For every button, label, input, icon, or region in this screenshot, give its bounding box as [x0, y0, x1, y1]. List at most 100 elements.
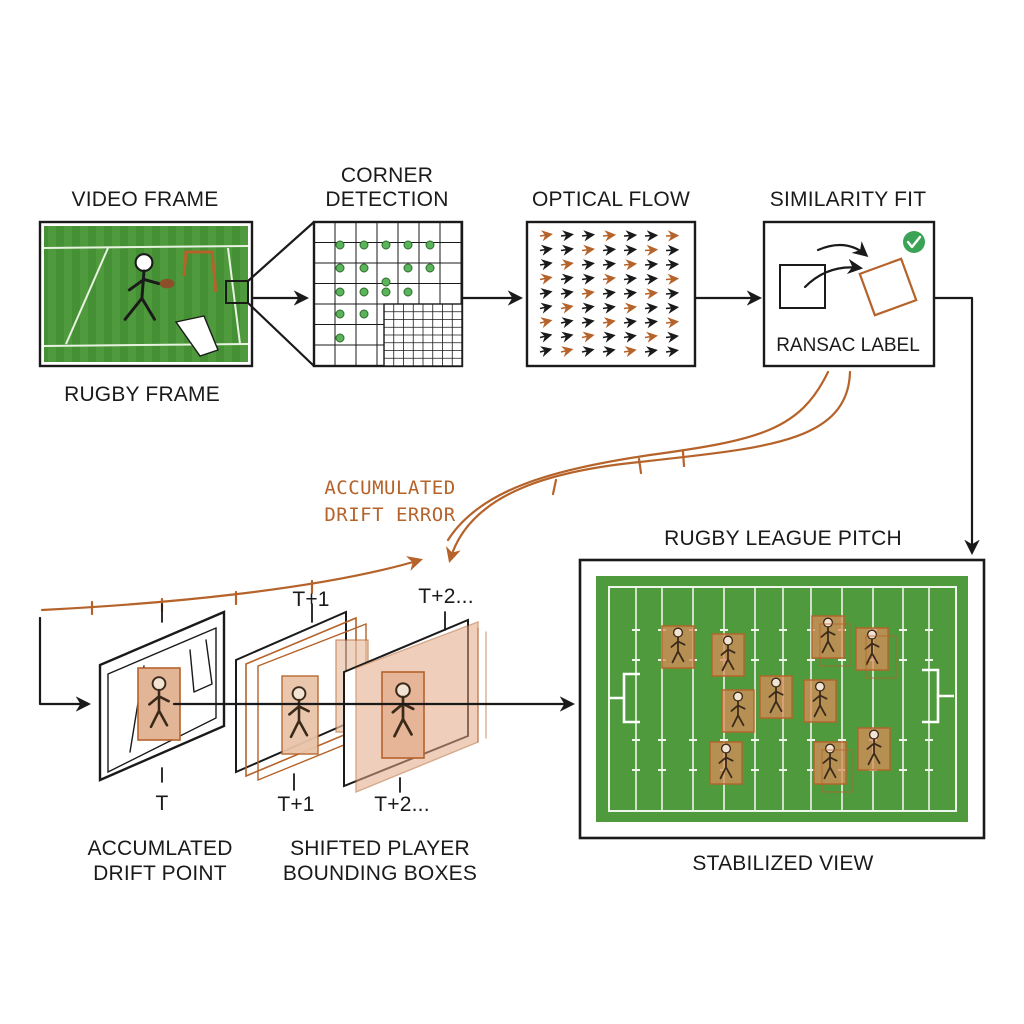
corner-detection-title-2: DETECTION: [325, 188, 448, 211]
flow-arrow-icon: [623, 288, 637, 300]
arrow-to-pitch: [932, 296, 980, 556]
corner-detection-panel: [312, 220, 464, 368]
ransac-label: RANSAC LABEL: [776, 335, 920, 356]
flow-arrow-icon: [581, 244, 595, 256]
player-bounding-box: [857, 727, 891, 771]
flow-arrow-icon: [665, 273, 680, 285]
drift-frame-t2: [343, 618, 487, 794]
corner-point: [359, 240, 369, 250]
similarity-fit-panel: RANSAC LABEL: [762, 220, 936, 368]
flow-arrow-icon: [623, 230, 638, 242]
goalpost-icon: [922, 668, 954, 724]
flow-arrow-icon: [623, 346, 637, 358]
flow-arrow-icon: [560, 317, 574, 329]
flow-arrow-icon: [602, 230, 617, 242]
corner-point: [381, 287, 391, 297]
flow-arrow-icon: [581, 317, 595, 329]
frame-label-t2: T+2...: [374, 793, 429, 816]
flow-arrow-icon: [539, 302, 553, 314]
flow-arrow-icon: [665, 317, 680, 329]
drift-label-2: DRIFT ERROR: [324, 504, 455, 526]
flow-arrow-icon: [644, 288, 659, 300]
flow-arrow-icon: [539, 259, 553, 271]
player-bounding-box: [811, 615, 845, 659]
corner-point: [359, 263, 369, 273]
player-bounding-box: [855, 627, 889, 671]
optical-flow-panel: [525, 220, 697, 368]
flow-arrow-icon: [581, 346, 595, 358]
check-icon: [903, 231, 925, 253]
flow-arrow-icon: [623, 331, 637, 343]
flow-arrow-icon: [560, 244, 574, 256]
flow-arrow-icon: [602, 273, 616, 285]
frame-label-t2-top: T+2...: [418, 585, 473, 608]
frame-label-t0: T: [155, 792, 168, 815]
drift-top-curve: [40, 556, 423, 612]
flow-arrow-icon: [581, 288, 595, 300]
flow-arrow-icon: [539, 244, 553, 256]
frame-label-t1-top: T+1: [292, 588, 329, 611]
flow-arrow-icon: [602, 302, 616, 314]
flow-arrow-icon: [560, 302, 574, 314]
drift-label-1: ACCUMULATED: [324, 477, 455, 499]
flow-arrow-icon: [623, 317, 637, 329]
flow-arrow-icon: [581, 230, 596, 242]
corner-point: [403, 287, 413, 297]
optical-flow-title: OPTICAL FLOW: [532, 188, 690, 211]
flow-arrow-icon: [560, 230, 574, 242]
flow-arrow-icon: [644, 259, 659, 271]
similarity-fit-title: SIMILARITY FIT: [770, 188, 926, 211]
corner-point: [425, 240, 435, 250]
flow-arrow-icon: [602, 317, 616, 329]
flow-arrow-icon: [623, 259, 638, 271]
drift-frame-t0: [98, 610, 226, 782]
player-bounding-box: [803, 679, 837, 723]
flow-arrow-icon: [623, 273, 638, 285]
player-bounding-box: [813, 741, 847, 785]
caption-left-2: DRIFT POINT: [93, 862, 227, 885]
corner-point: [359, 287, 369, 297]
video-frame-panel: [38, 220, 254, 368]
corner-point: [335, 263, 345, 273]
flow-arrow-icon: [623, 244, 638, 256]
flow-arrow-icon: [644, 302, 659, 314]
corner-point: [335, 309, 345, 319]
player-bounding-box: [759, 675, 793, 719]
corner-point: [359, 309, 369, 319]
corner-point: [403, 240, 413, 250]
flow-arrow-icon: [623, 302, 637, 314]
flow-arrow-icon: [665, 244, 680, 256]
flow-arrow-icon: [644, 230, 659, 242]
flow-arrow-icon: [665, 259, 680, 271]
corner-detection-title-1: CORNER: [341, 164, 433, 187]
flow-arrow-icon: [644, 244, 659, 256]
flow-arrow-icon: [539, 230, 553, 242]
player-bounding-box: [709, 741, 743, 785]
flow-arrow-icon: [644, 273, 659, 285]
flow-arrow-icon: [539, 288, 553, 300]
flow-arrow-icon: [560, 346, 574, 358]
flow-arrow-icon: [560, 331, 574, 343]
flow-arrow-icon: [665, 302, 680, 314]
flow-arrow-icon: [602, 259, 617, 271]
rugby-pitch-panel: [578, 558, 986, 840]
drift-curve: [445, 370, 852, 563]
corner-point: [381, 240, 391, 250]
corner-point: [335, 240, 345, 250]
player-bounding-box: [711, 633, 745, 677]
pitch-caption: STABILIZED VIEW: [692, 852, 873, 875]
flow-arrow-icon: [665, 331, 679, 343]
goalpost-icon: [610, 672, 640, 724]
flow-arrow-icon: [560, 288, 574, 300]
flow-arrow-icon: [581, 302, 595, 314]
flow-arrow-icon: [665, 288, 680, 300]
flow-arrow-icon: [644, 317, 658, 329]
flow-arrow-icon: [581, 259, 595, 271]
flow-arrow-icon: [581, 273, 595, 285]
caption-mid-2: BOUNDING BOXES: [283, 862, 477, 885]
flow-arrow-icon: [560, 259, 574, 271]
feedback-arrow: [38, 616, 92, 712]
corner-point: [381, 277, 391, 287]
corner-point: [425, 263, 435, 273]
flow-arrow-icon: [539, 317, 553, 329]
